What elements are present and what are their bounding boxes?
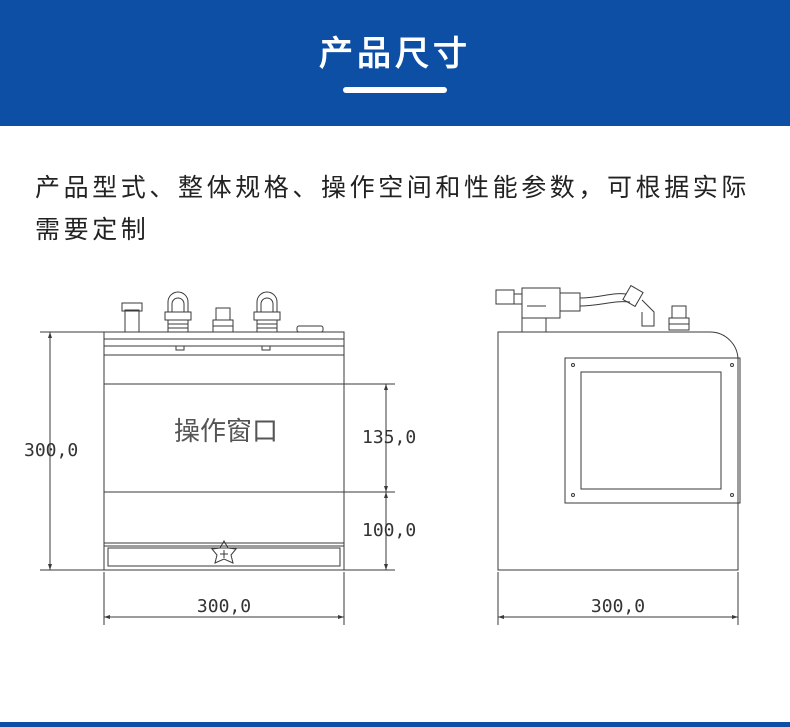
valve-center (212, 307, 234, 333)
fitting-left (121, 302, 143, 333)
product-description: 产品型式、整体规格、操作空间和性能参数，可根据实际需要定制 (35, 173, 751, 244)
dim-side-width: 300,0 (591, 596, 645, 617)
side-view (495, 284, 741, 625)
dimension-lines-side (497, 572, 739, 625)
page-title: 产品尺寸 (319, 34, 471, 74)
dim-height-total: 300,0 (24, 440, 78, 461)
dim-lower-section: 100,0 (362, 520, 416, 541)
cable-hose (579, 284, 655, 327)
dimension-lines-front (40, 331, 395, 625)
footer-rule (0, 722, 790, 727)
front-view (40, 291, 395, 625)
operation-window-label: 操作窗口 (174, 417, 278, 447)
drawer-knob (211, 539, 237, 564)
solenoid-valve (495, 287, 581, 333)
side-valve (668, 305, 690, 331)
dim-upper-section: 135,0 (362, 427, 416, 448)
dim-front-width: 300,0 (197, 596, 251, 617)
elbow-connector-2 (253, 291, 281, 333)
title-underline (343, 87, 447, 93)
header-banner: 产品尺寸 (0, 0, 790, 126)
elbow-connector-1 (164, 291, 192, 333)
